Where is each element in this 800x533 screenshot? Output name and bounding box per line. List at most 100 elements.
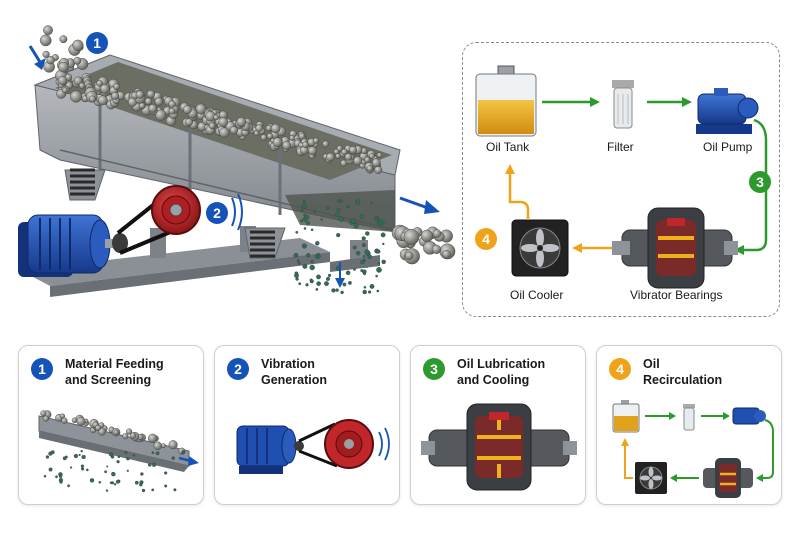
rock xyxy=(236,117,247,127)
screening-deck-thumbnail xyxy=(38,410,199,493)
fine-particle xyxy=(115,479,120,484)
flow-line-green xyxy=(734,118,768,255)
rock xyxy=(255,124,264,132)
rock xyxy=(125,428,133,435)
rock xyxy=(155,109,167,121)
rock xyxy=(69,90,82,103)
fine-particle xyxy=(148,463,152,467)
fine-particle xyxy=(375,274,378,278)
rock xyxy=(46,55,55,65)
fine-particle xyxy=(181,450,186,455)
oil-pump-icon xyxy=(696,88,759,134)
down-arrow-icon xyxy=(28,45,46,70)
rock xyxy=(42,415,49,422)
rock xyxy=(260,134,267,141)
oil-tank-label: Oil Tank xyxy=(486,140,530,154)
fine-particle xyxy=(302,263,308,269)
rock xyxy=(326,152,335,162)
recirculation-thumbnail xyxy=(612,400,774,498)
fine-particle xyxy=(298,282,302,286)
fine-particle xyxy=(310,228,314,232)
rock xyxy=(302,141,309,148)
rock xyxy=(95,424,102,431)
fine-particle xyxy=(295,277,299,281)
rock xyxy=(76,416,86,426)
fine-particle xyxy=(345,270,351,276)
fine-particle xyxy=(81,454,86,460)
rock xyxy=(42,50,50,59)
fine-particle xyxy=(58,474,63,479)
step-number-badge: 4 xyxy=(609,358,631,380)
fan-icon xyxy=(521,229,559,267)
fine-particle xyxy=(368,290,372,294)
rock xyxy=(58,61,69,73)
vibration-waves-icon xyxy=(231,193,243,231)
oil-pump-label: Oil Pump xyxy=(703,140,753,154)
fine-particle xyxy=(124,450,128,454)
fine-particle xyxy=(353,267,356,271)
rock xyxy=(154,97,164,106)
fine-particle xyxy=(346,204,350,209)
fine-particle xyxy=(315,287,319,291)
fine-particle xyxy=(116,460,120,464)
bearing-thumbnail xyxy=(421,403,577,491)
step-number-badge: 1 xyxy=(86,32,108,54)
rock xyxy=(266,133,274,140)
rock xyxy=(135,90,145,99)
fine-particle xyxy=(376,249,381,254)
right-arrow-icon xyxy=(178,456,199,466)
fine-particle xyxy=(381,259,386,265)
rock xyxy=(341,148,348,156)
fine-particle xyxy=(134,480,139,485)
fine-particle xyxy=(151,462,157,467)
rock xyxy=(40,410,47,417)
filter-label: Filter xyxy=(607,140,634,154)
fine-particle xyxy=(164,484,168,488)
rock xyxy=(39,34,52,47)
rock xyxy=(129,432,137,439)
fine-particle xyxy=(132,454,136,457)
fine-particle xyxy=(173,488,177,492)
down-arrow-icon xyxy=(335,262,345,288)
fine-particle xyxy=(43,475,47,478)
fine-particle xyxy=(303,227,307,230)
rock xyxy=(73,56,82,65)
fine-particle xyxy=(336,199,340,203)
rock xyxy=(364,156,371,163)
fine-particle xyxy=(126,457,130,461)
fine-particle xyxy=(364,249,370,255)
rock xyxy=(60,413,66,419)
rock xyxy=(113,83,120,90)
fine-particle xyxy=(59,480,63,484)
rock xyxy=(144,97,153,106)
fine-particle xyxy=(89,478,95,483)
flow-line-orange xyxy=(572,243,612,253)
fine-particle xyxy=(296,259,300,263)
rock xyxy=(272,137,283,147)
rock xyxy=(403,228,420,245)
fine-particle xyxy=(306,253,311,258)
rock xyxy=(208,122,216,130)
fine-particle xyxy=(359,214,365,219)
fine-particle xyxy=(67,484,70,488)
fine-particle xyxy=(48,467,53,472)
fine-particle xyxy=(80,467,85,471)
fine-particle xyxy=(369,283,375,289)
rock xyxy=(376,152,383,158)
rock-pile xyxy=(39,25,383,174)
rock xyxy=(353,156,363,166)
fine-particle xyxy=(151,488,155,492)
rock xyxy=(96,79,103,87)
rock xyxy=(59,35,68,44)
fine-particle xyxy=(316,252,321,257)
vibrator-bearings-label: Vibrator Bearings xyxy=(630,288,723,302)
rock xyxy=(62,87,68,93)
flow-line-orange xyxy=(505,164,530,220)
rock xyxy=(289,135,295,141)
